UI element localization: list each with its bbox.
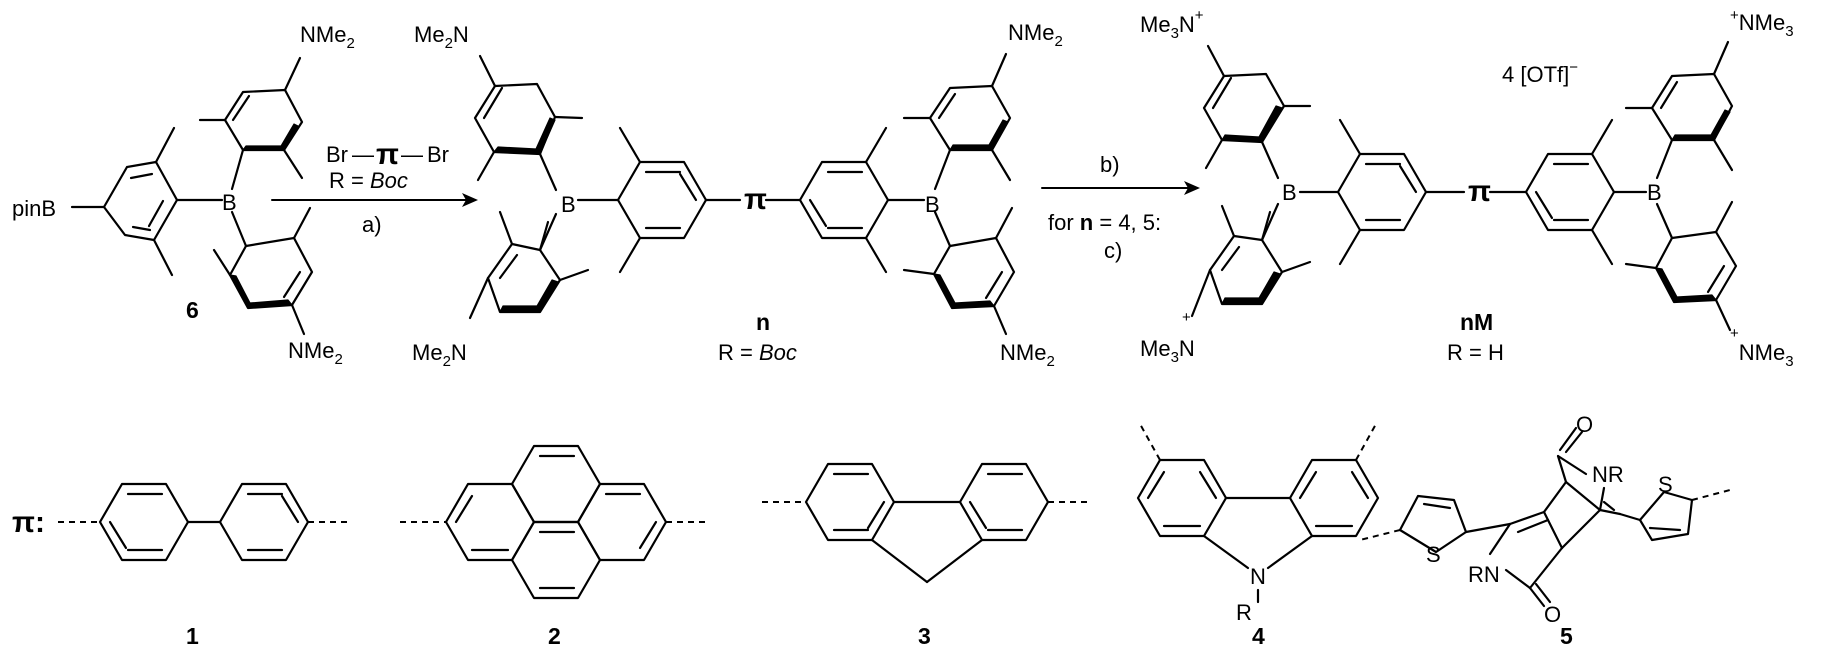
linker-4-r-label: R xyxy=(1236,600,1252,625)
compound-nM-amine-2: Me3N xyxy=(1140,336,1195,366)
compound-n-right-core-aryl xyxy=(764,126,926,274)
linker-5-rn-label: RN xyxy=(1468,562,1500,587)
linker-3-fluorene: 3 xyxy=(762,462,1092,649)
reaction-arrow-1: Br—π—Br R = Boc a) xyxy=(271,138,478,237)
arrow-1-reagent: Br—π—Br xyxy=(326,138,449,171)
compound-nM-right-lower-aryl xyxy=(1624,200,1738,332)
arrow-2-step-b: b) xyxy=(1100,152,1120,177)
linker-5-nr-label: NR xyxy=(1592,462,1624,487)
compound-n-amine-1: Me2N xyxy=(414,22,469,52)
linker-5-number: 5 xyxy=(1560,623,1573,649)
compound-n-boron-left: B xyxy=(561,192,576,217)
linker-5-sulfur-right: S xyxy=(1658,472,1673,497)
compound-n-amine-3: NMe2 xyxy=(1008,20,1063,50)
compound-nM-linker: π xyxy=(1468,175,1491,208)
compound-6: pinB B NMe2 NMe2 6 xyxy=(12,22,355,368)
linker-5-oxygen-bottom: O xyxy=(1544,602,1561,627)
compound-n-left-core-aryl xyxy=(576,126,742,274)
compound-nM-counterion: 4 [OTf]− xyxy=(1502,59,1578,87)
arrow-1-condition: R = Boc xyxy=(329,168,408,193)
linker-5-sulfur-left: S xyxy=(1426,542,1441,567)
compound-nM-number: nM xyxy=(1460,309,1493,335)
compound-6-upper-amine: NMe2 xyxy=(300,22,355,52)
arrow-2-step-c: c) xyxy=(1104,238,1122,263)
linker-2-pyrene: 2 xyxy=(400,444,710,649)
compound-n-right-lower-aryl xyxy=(902,206,1016,336)
linker-2-number: 2 xyxy=(548,623,561,649)
arrow-1-step-label: a) xyxy=(362,212,382,237)
compound-6-pinb-label: pinB xyxy=(12,196,56,221)
linker-4-nitrogen: N xyxy=(1250,564,1266,589)
linker-5-dpp: O NR RN O S S 5 xyxy=(1359,412,1731,649)
compound-6-number: 6 xyxy=(186,297,199,323)
compound-6-aryl-ring xyxy=(70,126,224,277)
compound-nM-boron-left: B xyxy=(1282,180,1297,205)
compound-nM-right-core-aryl xyxy=(1488,118,1648,266)
compound-n-left-upper-aryl xyxy=(473,54,584,192)
compound-n-left-lower-aryl xyxy=(468,210,590,320)
compound-6-lower-amine: NMe2 xyxy=(288,338,343,368)
compound-nM-left-upper-aryl xyxy=(1202,44,1312,180)
reaction-arrow-2: b) for n = 4, 5: c) xyxy=(1041,152,1200,263)
linker-1-biphenyl: 1 xyxy=(58,482,350,649)
linker-5-oxygen-top: O xyxy=(1576,412,1593,437)
linker-1-number: 1 xyxy=(186,623,199,649)
compound-nM-left-core-aryl xyxy=(1298,118,1466,266)
arrow-2-step-c-condition: for n = 4, 5: xyxy=(1048,210,1161,235)
compound-n-r-label: R = Boc xyxy=(718,340,797,365)
linker-prefix: π: xyxy=(12,506,45,539)
compound-nM-right-upper-aryl xyxy=(1624,40,1734,180)
compound-n-amine-2: Me2N xyxy=(412,340,467,370)
compound-n-boron-right: B xyxy=(925,192,940,217)
compound-n-right-upper-aryl xyxy=(902,52,1012,191)
compound-n-linker: π xyxy=(744,183,767,216)
compound-n-amine-4: NMe2 xyxy=(1000,340,1055,370)
compound-nM-amine-3: +NMe3 xyxy=(1730,7,1794,40)
compound-nM-charge-2: + xyxy=(1182,309,1191,326)
compound-nM-left-lower-aryl xyxy=(1190,202,1312,318)
compound-n-number: n xyxy=(756,309,770,335)
compound-nM-boron-right: B xyxy=(1647,180,1662,205)
compound-6-boron-label: B xyxy=(222,190,237,215)
compound-6-lower-aryl xyxy=(212,206,314,336)
linker-3-number: 3 xyxy=(918,623,931,649)
compound-nM-amine-1: Me3N+ xyxy=(1140,7,1204,42)
linker-4-number: 4 xyxy=(1252,623,1265,649)
compound-nM: B Me3N+ Me3N + xyxy=(1140,7,1794,370)
compound-nM-amine-4: +NMe3 xyxy=(1730,325,1794,370)
compound-6-upper-aryl xyxy=(198,56,304,191)
linker-4-carbazole: N R 4 xyxy=(1136,423,1380,649)
compound-n: B Me2N Me2N xyxy=(412,20,1063,370)
compound-nM-r-label: R = H xyxy=(1447,340,1504,365)
